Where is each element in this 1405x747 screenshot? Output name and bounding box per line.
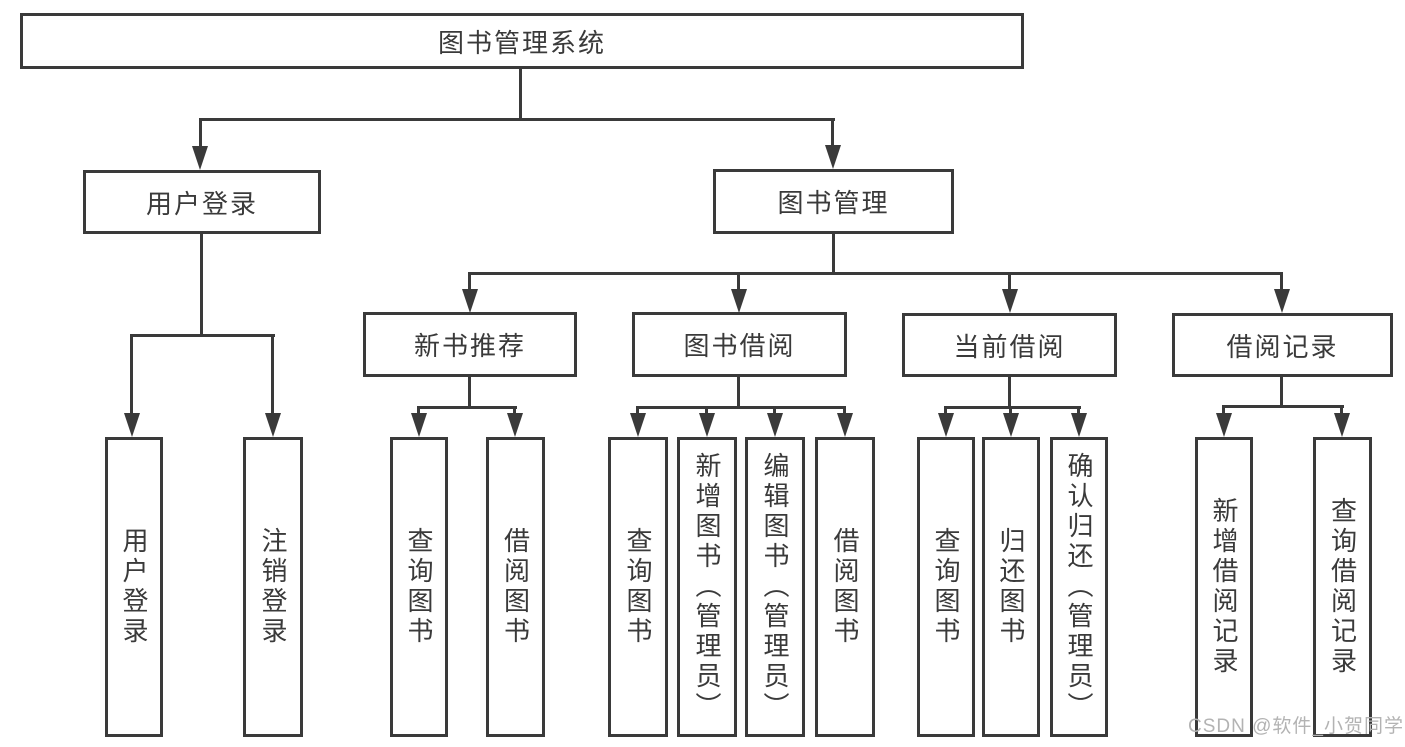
leaf-query-books-current-label: 查询图书 xyxy=(931,527,961,647)
connector-leaf-drop xyxy=(1009,406,1012,418)
leaf-edit-books-admin-label: 编辑图书（管理员） xyxy=(760,452,790,722)
leaf-borrow-books-recommend: 借阅图书 xyxy=(486,437,545,737)
leaf-add-borrow-record-label: 新增借阅记录 xyxy=(1209,497,1239,677)
connector-book-borrowing-crossbar xyxy=(636,406,846,409)
connector-user-login-stem xyxy=(200,234,203,336)
connector-current-borrowing-crossbar xyxy=(944,406,1081,409)
connector-new-book-crossbar xyxy=(417,406,517,409)
connector-book-management-crossbar xyxy=(468,272,1283,275)
arrowhead-current-borrowing-icon xyxy=(1002,289,1018,313)
arrowhead-user-login-icon xyxy=(192,146,208,170)
connector-leaf-drop xyxy=(773,406,776,418)
connector-level2-drop xyxy=(737,272,740,292)
arrowhead-leaf-icon xyxy=(837,413,853,437)
node-root-label: 图书管理系统 xyxy=(437,27,606,58)
arrowhead-new-book-icon xyxy=(462,289,478,313)
leaf-confirm-return-admin-label: 确认归还（管理员） xyxy=(1064,452,1094,722)
connector-leaf-drop xyxy=(1340,405,1343,418)
leaf-query-books-recommend-label: 查询图书 xyxy=(404,527,434,647)
leaf-add-books-admin: 新增图书（管理员） xyxy=(677,437,737,737)
node-root: 图书管理系统 xyxy=(20,13,1024,69)
leaf-query-borrow-record: 查询借阅记录 xyxy=(1313,437,1372,737)
node-book-borrowing: 图书借阅 xyxy=(632,312,847,377)
arrowhead-leaf-icon xyxy=(938,413,954,437)
leaf-borrow-books-recommend-label: 借阅图书 xyxy=(500,527,531,647)
node-book-borrowing-label: 图书借阅 xyxy=(683,331,796,361)
connector-borrowing-records-stem xyxy=(1280,377,1283,407)
arrowhead-leaf-icon xyxy=(507,413,523,437)
leaf-return-books-label: 归还图书 xyxy=(996,527,1026,647)
connector-book-management-drop xyxy=(831,118,834,152)
connector-user-login-crossbar xyxy=(130,334,275,337)
node-current-borrowing: 当前借阅 xyxy=(902,313,1117,377)
leaf-confirm-return-admin: 确认归还（管理员） xyxy=(1050,437,1108,737)
node-book-management: 图书管理 xyxy=(713,169,954,234)
arrowhead-leaf-icon xyxy=(265,413,281,437)
connector-borrowing-records-crossbar xyxy=(1222,405,1344,408)
connector-book-management-stem xyxy=(832,234,835,274)
node-user-login-label: 用户登录 xyxy=(145,188,258,219)
node-user-login: 用户登录 xyxy=(83,170,321,234)
leaf-query-borrow-record-label: 查询借阅记录 xyxy=(1327,497,1358,677)
leaf-return-books: 归还图书 xyxy=(982,437,1040,737)
connector-leaf-drop xyxy=(705,406,708,418)
arrowhead-leaf-icon xyxy=(699,413,715,437)
connector-leaf-drop xyxy=(513,406,516,418)
connector-leaf-drop xyxy=(1077,406,1080,418)
leaf-edit-books-admin: 编辑图书（管理员） xyxy=(745,437,805,737)
leaf-query-books-borrowing: 查询图书 xyxy=(608,437,668,737)
connector-leaf-drop xyxy=(636,406,639,418)
node-new-book-recommend-label: 新书推荐 xyxy=(413,331,526,361)
connector-level2-drop xyxy=(468,272,471,292)
connector-level2-drop xyxy=(1008,272,1011,292)
leaf-query-books-recommend: 查询图书 xyxy=(390,437,448,737)
node-new-book-recommend: 新书推荐 xyxy=(363,312,577,377)
node-borrowing-records: 借阅记录 xyxy=(1172,313,1393,377)
connector-leaf-drop xyxy=(944,406,947,418)
arrowhead-book-management-icon xyxy=(825,145,841,169)
connector-leaf-drop xyxy=(271,334,274,418)
leaf-borrow-books-borrowing-label: 借阅图书 xyxy=(830,527,860,647)
csdn-watermark: CSDN @软件_小贺同学 xyxy=(1188,716,1404,737)
connector-leaf-drop xyxy=(130,334,133,418)
arrowhead-leaf-icon xyxy=(767,413,783,437)
arrowhead-leaf-icon xyxy=(1216,413,1232,437)
connector-book-borrowing-stem xyxy=(737,377,740,408)
arrowhead-leaf-icon xyxy=(1334,413,1350,437)
connector-level2-drop xyxy=(1280,272,1283,292)
connector-user-login-drop xyxy=(199,118,202,152)
connector-root-crossbar xyxy=(199,118,835,121)
arrowhead-leaf-icon xyxy=(411,413,427,437)
connector-leaf-drop xyxy=(1222,405,1225,418)
leaf-borrow-books-borrowing: 借阅图书 xyxy=(815,437,875,737)
arrowhead-borrowing-records-icon xyxy=(1274,289,1290,313)
connector-current-borrowing-stem xyxy=(1008,377,1011,408)
connector-root-stem xyxy=(519,69,522,120)
arrowhead-leaf-icon xyxy=(124,413,140,437)
leaf-query-books-borrowing-label: 查询图书 xyxy=(623,527,653,647)
node-current-borrowing-label: 当前借阅 xyxy=(953,331,1066,362)
leaf-add-books-admin-label: 新增图书（管理员） xyxy=(692,452,722,722)
arrowhead-book-borrowing-icon xyxy=(731,289,747,313)
arrowhead-leaf-icon xyxy=(1071,413,1087,437)
connector-new-book-stem xyxy=(468,377,471,408)
leaf-add-borrow-record: 新增借阅记录 xyxy=(1195,437,1253,737)
leaf-logout-label: 注销登录 xyxy=(258,527,288,647)
arrowhead-leaf-icon xyxy=(1003,413,1019,437)
arrowhead-leaf-icon xyxy=(630,413,646,437)
leaf-query-books-current: 查询图书 xyxy=(917,437,975,737)
leaf-user-login-label: 用户登录 xyxy=(119,527,149,647)
connector-leaf-drop xyxy=(417,406,420,418)
node-borrowing-records-label: 借阅记录 xyxy=(1226,331,1339,362)
node-book-management-label: 图书管理 xyxy=(777,188,890,218)
connector-leaf-drop xyxy=(843,406,846,418)
leaf-user-login: 用户登录 xyxy=(105,437,163,737)
leaf-logout: 注销登录 xyxy=(243,437,303,737)
